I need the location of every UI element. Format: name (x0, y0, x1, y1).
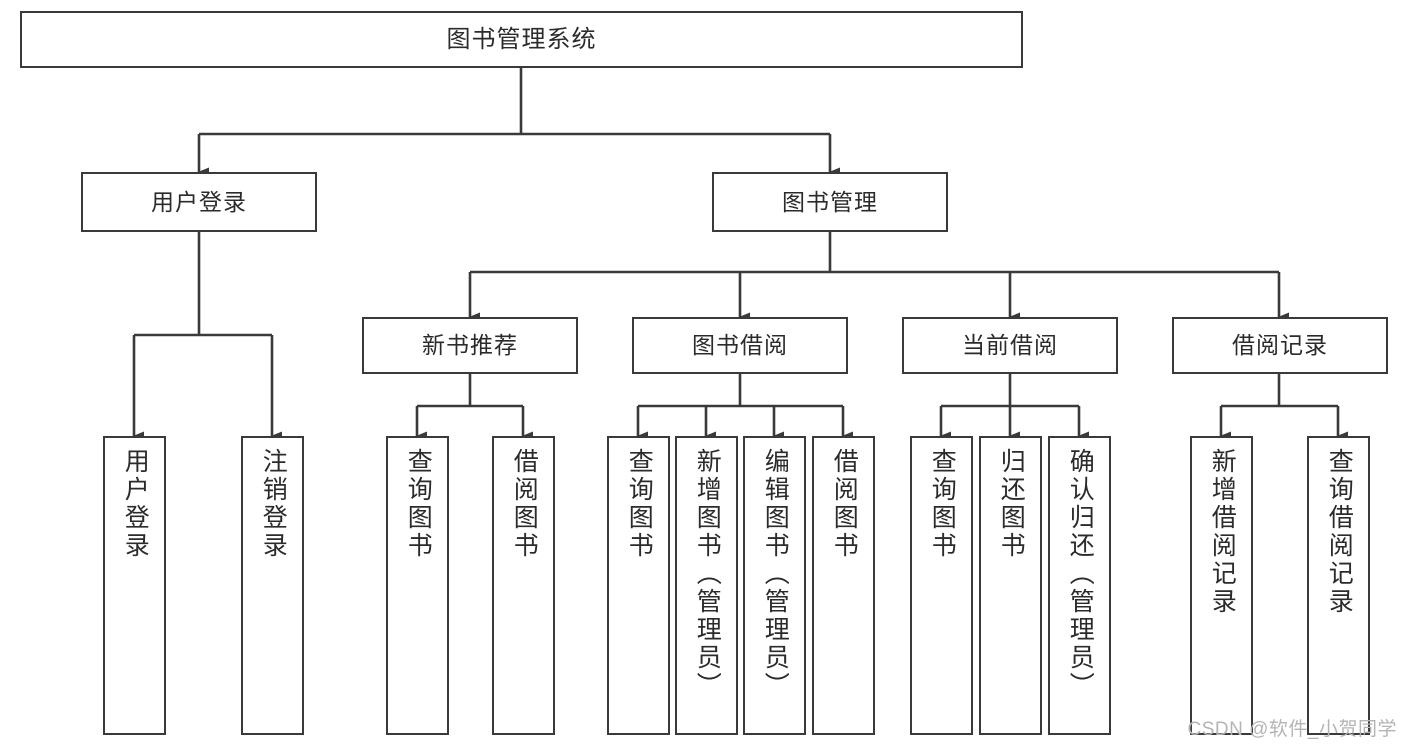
csdn-watermark: CSDN @软件_小贺同学 (1187, 719, 1397, 740)
node-leaf-borrow-book-1-label: 借阅图书 (510, 448, 539, 560)
node-current-borrow-label: 当前借阅 (962, 332, 1058, 359)
node-borrow-record-label: 借阅记录 (1232, 332, 1328, 359)
node-leaf-edit-book-label: 编辑图书（管理员） (761, 448, 790, 700)
node-leaf-add-record[interactable]: 新增借阅记录 (1190, 436, 1253, 735)
node-leaf-query-record-label: 查询借阅记录 (1325, 448, 1354, 616)
node-book-manage[interactable]: 图书管理 (712, 172, 948, 232)
node-book-manage-label: 图书管理 (782, 188, 878, 215)
node-leaf-edit-book[interactable]: 编辑图书（管理员） (743, 436, 806, 735)
node-leaf-return-book[interactable]: 归还图书 (979, 436, 1042, 735)
node-book-borrow-label: 图书借阅 (692, 332, 788, 359)
node-leaf-borrow-book-1[interactable]: 借阅图书 (492, 436, 555, 735)
node-new-book-rec-label: 新书推荐 (422, 332, 518, 359)
node-leaf-query-book-1[interactable]: 查询图书 (386, 436, 449, 735)
node-root-system-label: 图书管理系统 (446, 25, 597, 53)
node-leaf-query-book-2-label: 查询图书 (625, 448, 654, 560)
node-user-login[interactable]: 用户登录 (81, 172, 317, 232)
node-leaf-return-book-label: 归还图书 (997, 448, 1026, 560)
node-leaf-user-login-label: 用户登录 (121, 448, 150, 560)
node-leaf-borrow-book-2[interactable]: 借阅图书 (812, 436, 875, 735)
node-leaf-query-book-1-label: 查询图书 (404, 448, 433, 560)
node-leaf-query-book-2[interactable]: 查询图书 (607, 436, 670, 735)
node-root-system[interactable]: 图书管理系统 (20, 11, 1023, 68)
node-current-borrow[interactable]: 当前借阅 (902, 317, 1118, 374)
node-leaf-logout-login-label: 注销登录 (259, 448, 288, 560)
node-leaf-confirm-return-label: 确认归还（管理员） (1066, 448, 1095, 700)
node-book-borrow[interactable]: 图书借阅 (632, 317, 848, 374)
node-leaf-query-book-3-label: 查询图书 (928, 448, 957, 560)
node-leaf-logout-login[interactable]: 注销登录 (241, 436, 304, 735)
node-leaf-query-book-3[interactable]: 查询图书 (910, 436, 973, 735)
node-leaf-query-record[interactable]: 查询借阅记录 (1307, 436, 1370, 735)
node-leaf-confirm-return[interactable]: 确认归还（管理员） (1048, 436, 1111, 735)
node-user-login-label: 用户登录 (151, 188, 247, 215)
node-new-book-rec[interactable]: 新书推荐 (362, 317, 578, 374)
node-borrow-record[interactable]: 借阅记录 (1172, 317, 1388, 374)
node-leaf-user-login[interactable]: 用户登录 (103, 436, 166, 735)
node-leaf-add-book[interactable]: 新增图书（管理员） (675, 436, 738, 735)
node-leaf-add-book-label: 新增图书（管理员） (693, 448, 722, 700)
node-leaf-borrow-book-2-label: 借阅图书 (830, 448, 859, 560)
node-leaf-add-record-label: 新增借阅记录 (1208, 448, 1237, 616)
